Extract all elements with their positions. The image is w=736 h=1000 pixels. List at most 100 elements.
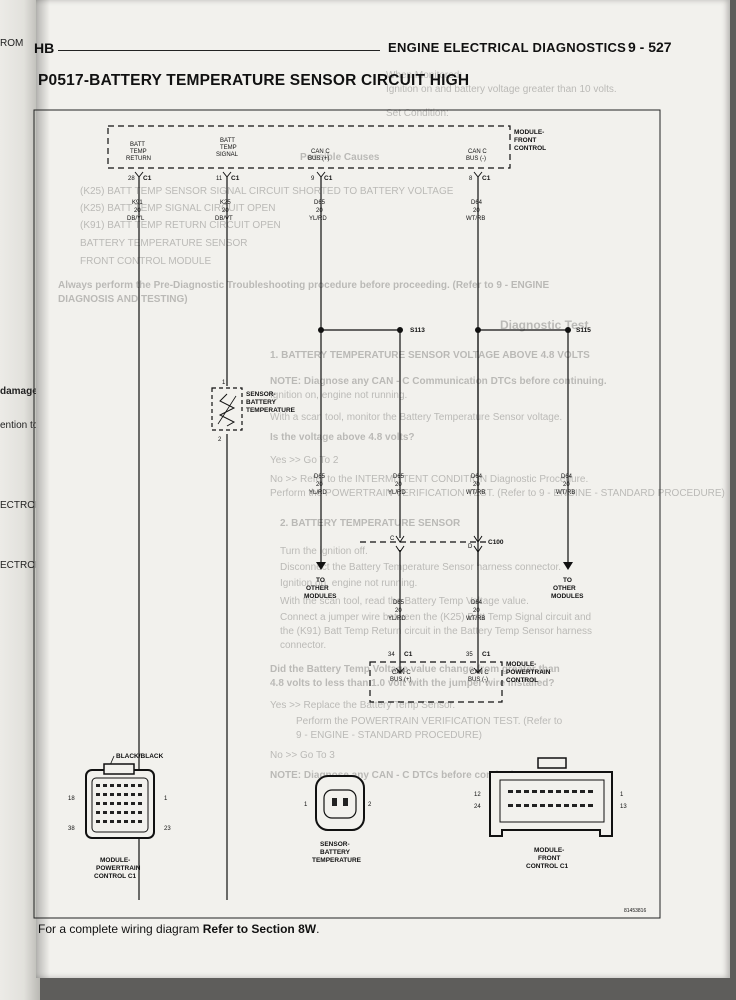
wire-labels-top: K91 20 DB/YL K25 20 DB/VT D65 20 YL/RD D… [127,200,485,222]
svg-text:23: 23 [164,826,171,832]
connector-id: C1 [143,175,152,182]
svg-text:YL/RD: YL/RD [388,490,406,496]
section-code: HB [34,40,55,56]
bleed-line: (K91) BATT TEMP RETURN CIRCUIT OPEN [80,220,281,231]
connector-id: C1 [231,175,240,182]
bleed-line: Perform the POWERTRAIN VERIFICATION TEST… [296,716,563,727]
pin-number: 11 [216,176,223,182]
svg-text:20: 20 [395,482,402,488]
connector-id: C1 [482,175,491,182]
svg-text:YL/RD: YL/RD [309,216,327,222]
page-number: 9 - 527 [628,39,672,55]
svg-text:CONTROL: CONTROL [506,677,538,684]
wire-labels-low: D65 20 YL/RD D64 20 WT/RB [388,600,485,622]
fcm-c1-connector-view: 12 24 1 13 MODULE- FRONT CONTROL C1 [474,757,627,870]
svg-text:20: 20 [395,608,402,614]
pin-label: TEMP [220,145,237,151]
svg-text:MODULE-: MODULE- [534,847,564,854]
svg-text:C1: C1 [404,651,413,658]
bleed-line: 4.8 volts to less than 1.0 volt with the… [270,678,555,689]
pin-label: BUS (-) [466,156,486,162]
thermistor-icon [218,393,236,427]
front-control-module-box [107,125,511,169]
header-rule [58,50,380,51]
svg-text:CAN C: CAN C [470,670,489,676]
sensor-body [211,387,243,431]
bleed-line: When Monitored: [386,70,463,81]
pin-label: CAN C [311,149,330,155]
svg-text:MODULES: MODULES [304,593,337,600]
pin-number: 28 [128,176,135,182]
bleed-line: 2. BATTERY TEMPERATURE SENSOR [280,518,461,529]
diagram-frame [33,109,661,919]
svg-text:20: 20 [473,608,480,614]
svg-text:BLACK/BLACK: BLACK/BLACK [116,753,164,760]
bleed-line: Yes >> Replace the Battery Temp Sensor. [270,700,456,711]
svg-text:12: 12 [474,792,481,798]
left-page-fragment: ECTRON [0,500,40,511]
bleed-line: NOTE: Diagnose any CAN - C Communication… [270,376,607,387]
fcm-label-2: FRONT [514,137,536,144]
svg-text:13: 13 [620,804,627,810]
svg-text:20: 20 [473,208,480,214]
sensor-label-3: TEMPERATURE [246,407,296,414]
bleed-line: With the scan tool, read the Battery Tem… [280,596,529,607]
svg-text:TEMPERATURE: TEMPERATURE [312,857,362,864]
page-title: P0517-BATTERY TEMPERATURE SENSOR CIRCUIT… [38,72,470,89]
footer-note: For a complete wiring diagram Refer to S… [38,922,319,936]
svg-text:1: 1 [620,792,624,798]
svg-text:WT/RB: WT/RB [466,216,485,222]
bleed-line: the (K91) Batt Temp Return circuit in th… [280,626,593,637]
bleed-line: Turn the ignition off. [280,546,368,557]
connector-id: C1 [324,175,333,182]
pin-label: BATT [220,138,235,144]
bleed-line: Ignition on, engine not running. [280,578,418,589]
svg-text:34: 34 [388,652,395,658]
svg-text:D65: D65 [314,474,326,480]
svg-text:OTHER: OTHER [306,585,329,592]
bleed-line: Possible Causes [300,152,380,163]
svg-text:TO: TO [563,577,572,584]
sensor-connector-view: 1 2 SENSOR- BATTERY TEMPERATURE [304,775,372,864]
bleed-line: 1. BATTERY TEMPERATURE SENSOR VOLTAGE AB… [270,350,590,361]
svg-text:20: 20 [316,208,323,214]
bleed-line: No >> Go To 3 [270,750,335,761]
bleed-line: Always perform the Pre-Diagnostic Troubl… [58,280,550,291]
bleed-line: 9 - ENGINE - STANDARD PROCEDURE) [296,730,482,741]
svg-text:DB/VT: DB/VT [215,216,233,222]
svg-text:38: 38 [68,826,75,832]
fcm-label-3: CONTROL [514,145,546,152]
svg-text:WT/RB: WT/RB [466,490,485,496]
bleed-line: Yes >> Go To 2 [270,455,339,466]
svg-text:D: D [468,544,473,550]
svg-text:D64: D64 [471,200,483,206]
pin-number: 8 [469,176,473,182]
svg-text:POWERTRAIN: POWERTRAIN [506,669,551,676]
bleed-line: No >> Refer to the INTERMITTENT CONDITIO… [270,474,589,485]
bleed-line: (K25) BATT TEMP SIGNAL CIRCUIT OPEN [80,203,276,214]
left-page-fragment: damage [0,386,38,397]
bleed-line: Connect a jumper wire between the (K25) … [280,612,592,623]
bleed-line: FRONT CONTROL MODULE [80,256,212,267]
svg-text:BUS (-): BUS (-) [468,677,488,683]
svg-text:1: 1 [304,802,308,808]
bleed-line: Ignition on and battery voltage greater … [386,84,617,95]
bleed-line: Did the Battery Temp Voltage value chang… [270,664,560,675]
pin-label: TEMP [130,149,147,155]
left-page-fragment: ECTRON [0,560,40,571]
footer-reference[interactable]: Refer to Section 8W [202,922,317,936]
wire-labels-mid: D65 20 YL/RD D65 20 YL/RD D64 20 WT/RB D… [309,474,575,496]
svg-text:D65: D65 [393,474,405,480]
svg-text:20: 20 [134,208,141,214]
svg-text:20: 20 [222,208,229,214]
svg-text:20: 20 [316,482,323,488]
bleed-line: (K25) BATT TEMP SENSOR SIGNAL CIRCUIT SH… [80,186,454,197]
pin-label: SIGNAL [216,152,239,158]
svg-text:D64: D64 [561,474,573,480]
svg-text:FRONT: FRONT [538,855,560,862]
svg-text:2: 2 [368,802,372,808]
svg-text:CAN C: CAN C [392,670,411,676]
bleed-line: Ignition on, engine not running. [270,390,408,401]
svg-text:MODULE-: MODULE- [506,661,536,668]
svg-text:BUS (+): BUS (+) [390,677,412,683]
